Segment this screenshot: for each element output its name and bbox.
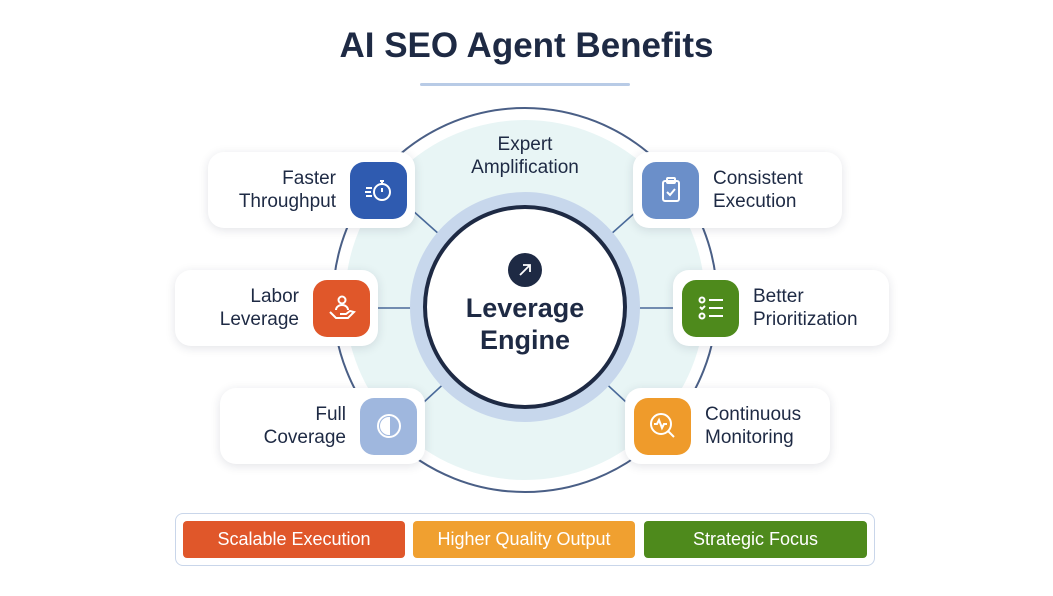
page-title: AI SEO Agent Benefits [339, 26, 714, 65]
magnifier-pulse-icon [634, 397, 691, 455]
outcome-higher-quality-output: Higher Quality Output [413, 521, 635, 558]
card-line: Labor [250, 286, 299, 307]
card-line: Monitoring [705, 427, 794, 448]
card-line: Faster [282, 168, 336, 189]
card-line: Throughput [238, 191, 336, 212]
center-circle [423, 205, 627, 409]
outcome-strategic-focus: Strategic Focus [644, 521, 867, 558]
title-underline [420, 83, 630, 86]
outcome-scalable-execution: Scalable Execution [183, 521, 405, 558]
hand-person-icon [313, 279, 370, 337]
center-title: Leverage Engine [425, 292, 625, 356]
card-line: Consistent [713, 168, 803, 189]
card-line: Better [753, 286, 804, 307]
checklist-icon [682, 279, 739, 337]
clipboard-check-icon [642, 161, 699, 219]
card-line: Prioritization [753, 309, 858, 330]
label-line: Expert [497, 134, 553, 155]
card-line: Continuous [705, 404, 802, 425]
label-line: Amplification [471, 157, 579, 178]
card-line: Execution [713, 191, 797, 212]
card-line: Leverage [219, 309, 299, 330]
card-line: Full [315, 404, 346, 425]
arrow-up-right-icon [508, 253, 542, 287]
card-line: Coverage [263, 427, 346, 448]
half-circle-icon [360, 397, 417, 455]
stopwatch-icon [350, 161, 407, 219]
center-line: Leverage [465, 293, 585, 323]
expert-amplification-label: Expert Amplification [425, 133, 625, 179]
center-line: Engine [479, 325, 570, 355]
